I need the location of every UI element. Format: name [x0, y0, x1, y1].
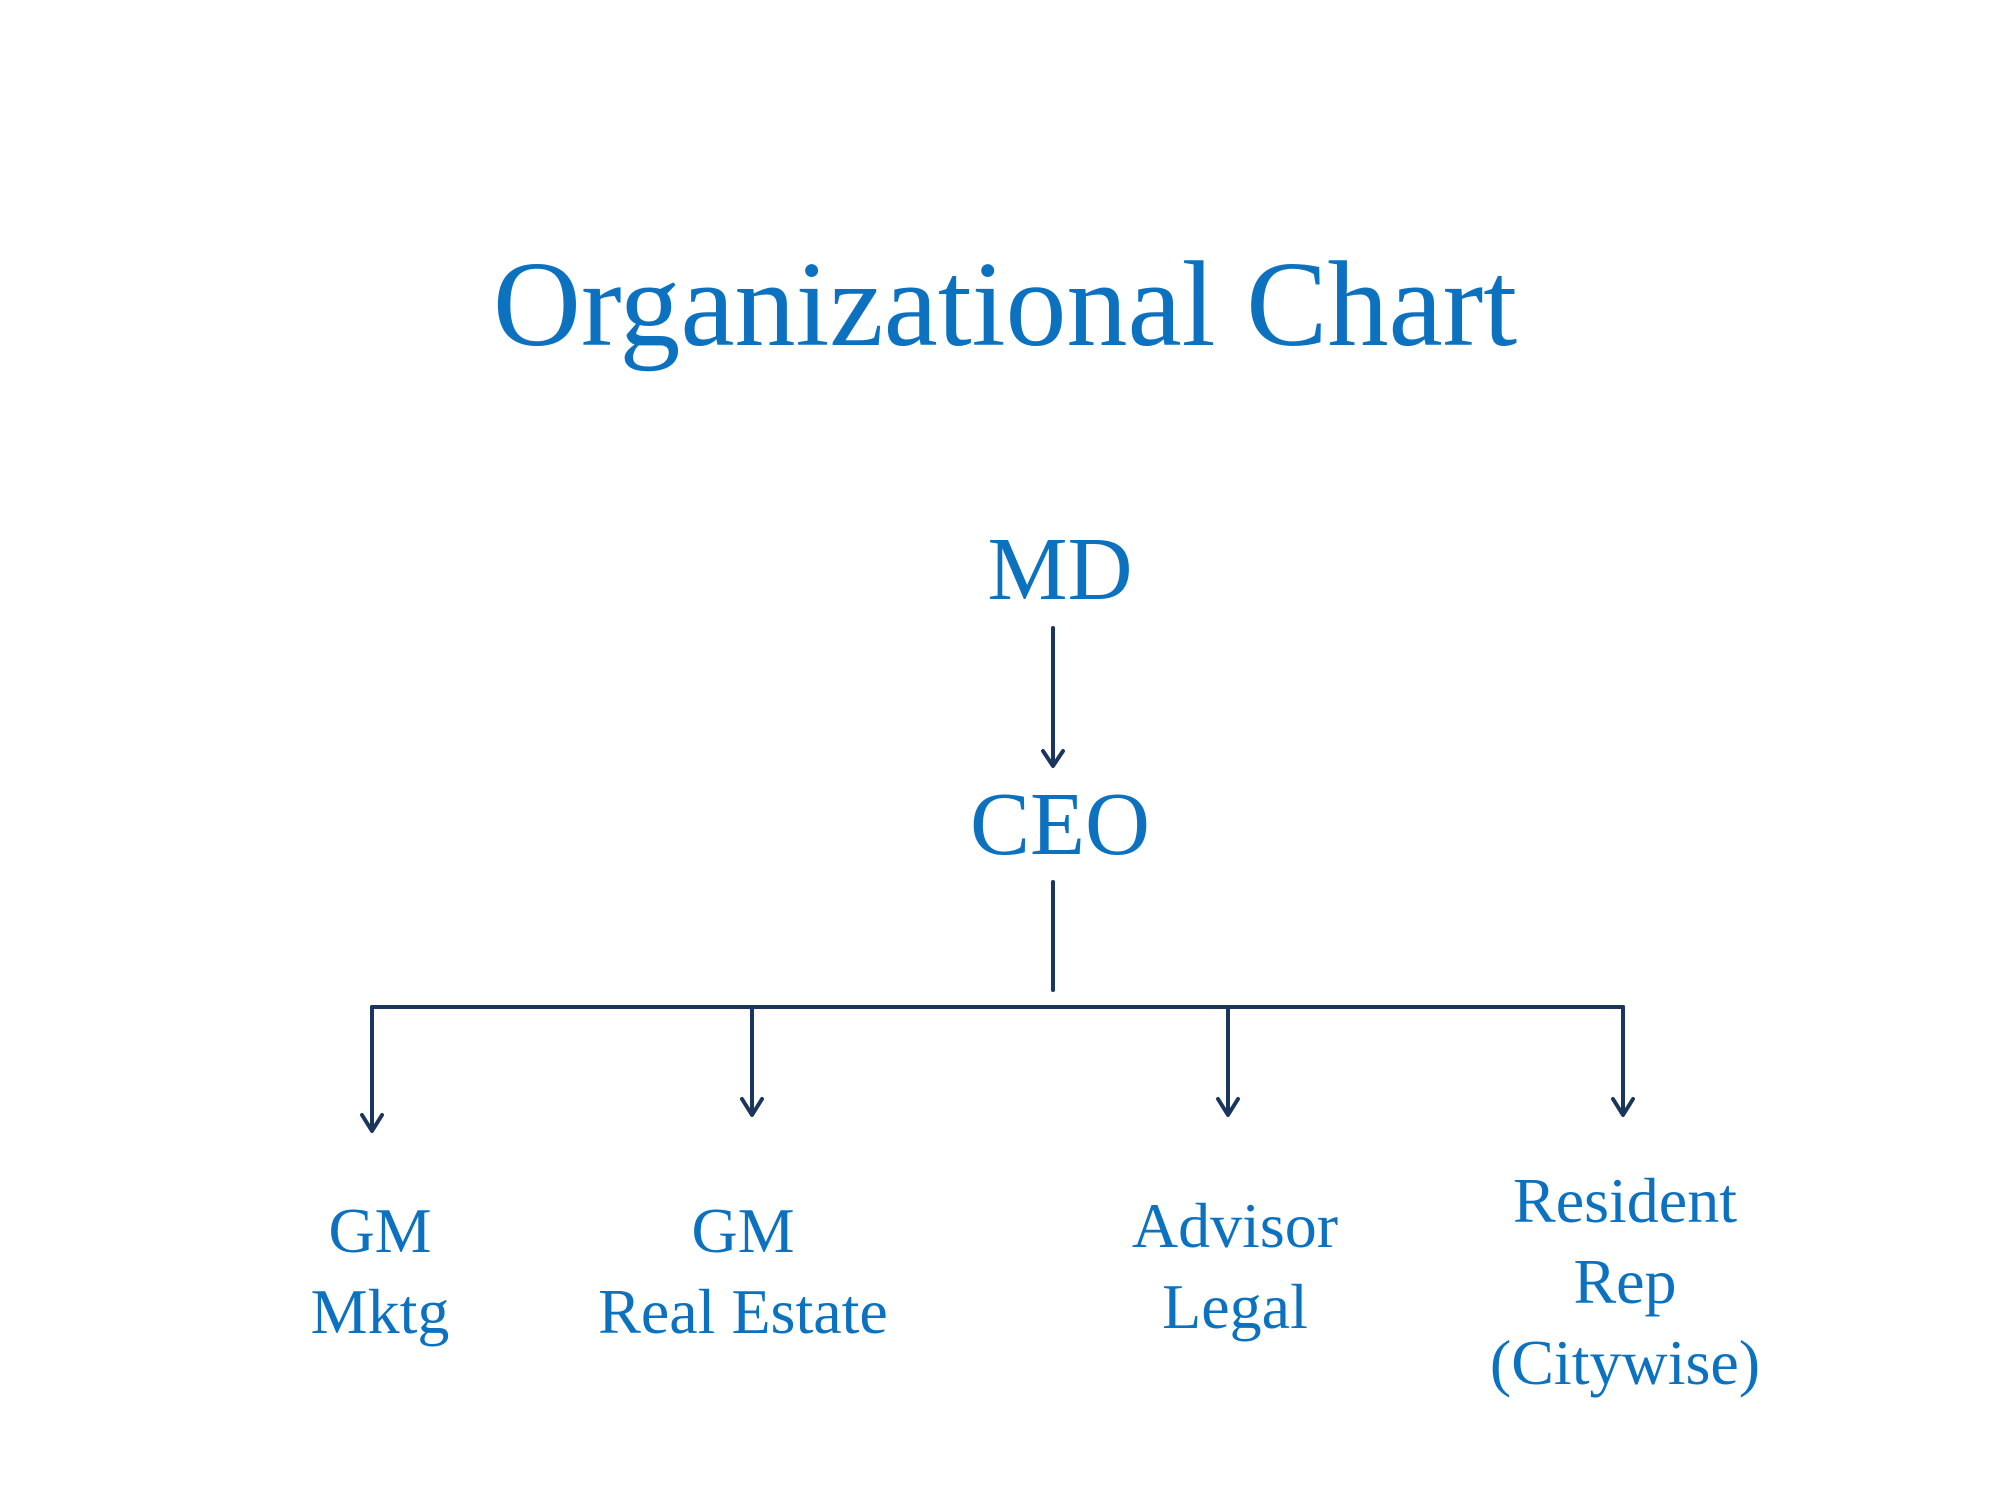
- node-gm-mktg: GM Mktg: [230, 1190, 530, 1352]
- node-gm-mktg-line-2: Mktg: [310, 1276, 450, 1347]
- chart-title: Organizational Chart: [492, 237, 1518, 372]
- branch-gm-mktg-arrowhead: [360, 1113, 384, 1133]
- branch-resident-rep-arrowhead: [1611, 1097, 1635, 1117]
- node-md-line-1: MD: [987, 520, 1133, 619]
- node-resident-rep-line-2: Rep: [1573, 1246, 1677, 1317]
- node-advisor-legal: Advisor Legal: [1085, 1185, 1385, 1347]
- branch-advisor-legal-arrowhead: [1216, 1097, 1240, 1117]
- node-ceo: CEO: [910, 770, 1210, 880]
- node-resident-rep-line-1: Resident: [1513, 1165, 1737, 1236]
- node-resident-rep-line-3: (Citywise): [1489, 1327, 1761, 1398]
- node-advisor-legal-line-1: Advisor: [1131, 1190, 1339, 1261]
- node-resident-rep: Resident Rep (Citywise): [1420, 1160, 1830, 1403]
- node-gm-real-estate-line-2: Real Estate: [598, 1276, 888, 1347]
- node-advisor-legal-line-2: Legal: [1162, 1271, 1308, 1342]
- node-md: MD: [910, 515, 1210, 625]
- node-gm-real-estate-line-1: GM: [691, 1195, 795, 1266]
- node-gm-real-estate: GM Real Estate: [543, 1190, 943, 1352]
- branch-gm-real-estate-arrowhead: [740, 1097, 764, 1117]
- node-ceo-line-1: CEO: [970, 775, 1150, 874]
- node-gm-mktg-line-1: GM: [328, 1195, 432, 1266]
- md-to-ceo-arrowhead: [1041, 749, 1065, 768]
